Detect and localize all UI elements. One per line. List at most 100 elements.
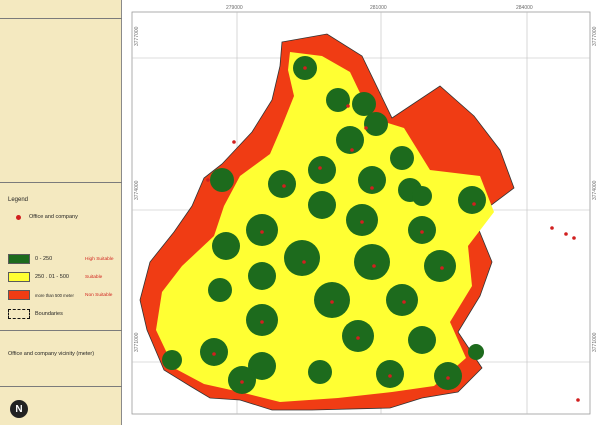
class-label: High Suitable [85,256,114,262]
x-coord-label: 281000 [370,5,387,11]
office-point [212,352,216,356]
legend-class-high: 0 - 250 High Suitable [8,253,114,265]
office-point [388,374,392,378]
legend-panel: Legend Office and company 0 - 250 High S… [0,0,122,425]
high-suitable-zone [376,360,404,388]
high-suitable-zone [326,88,350,112]
high-suitable-zone [284,240,320,276]
high-suitable-zone [336,126,364,154]
legend-class-suitable: 250 . 01 - 500 Suitable [8,271,102,283]
high-suitable-zone [200,338,228,366]
office-point [440,266,444,270]
high-suitable-zone [408,216,436,244]
high-suitable-zone [358,166,386,194]
high-suitable-zone [342,320,374,352]
office-point [360,220,364,224]
y-coord-label: 3774000 [592,180,598,200]
swatch-non-suitable [8,290,30,300]
office-point [356,336,360,340]
high-suitable-zone [246,304,278,336]
legend-divider [0,18,122,19]
class-range: 250 . 01 - 500 [35,274,69,280]
office-point [446,376,450,380]
legend-boundaries-row: Boundaries [8,308,63,320]
y-coord-label: 3774000 [134,180,140,200]
office-point [372,264,376,268]
office-point [564,232,568,236]
high-suitable-zone [354,244,390,280]
office-points [206,66,580,402]
class-range: 0 - 250 [35,256,53,262]
high-suitable-zone [248,352,276,380]
y-coord-label: 3777000 [592,26,598,46]
office-point [576,398,580,402]
swatch-high-suitable [8,254,30,264]
high-suitable-zone [308,156,336,184]
high-suitable-zone [412,186,432,206]
y-coord-label: 3771000 [134,332,140,352]
office-point [282,184,286,188]
office-point [206,178,210,182]
legend-boundaries-label: Boundaries [35,311,63,317]
swatch-suitable [8,272,30,282]
high-suitable-zone [458,186,486,214]
high-suitable-zone [308,360,332,384]
high-suitable-zone [434,362,462,390]
x-coord-label: 284000 [516,5,533,11]
x-coord-label: 279000 [226,5,243,11]
office-point [550,226,554,230]
office-point [260,230,264,234]
legend-class-non-suitable: more than 500 meter Non Suitable [8,289,112,301]
high-suitable-zone [208,278,232,302]
legend-title: Legend [8,197,29,203]
office-point [346,104,350,108]
high-suitable-zone [308,191,336,219]
high-suitable-zone [212,232,240,260]
office-point [302,260,306,264]
office-point [472,202,476,206]
office-point [232,140,236,144]
high-suitable-zone [248,262,276,290]
suitable-zone [156,52,494,402]
y-coord-label: 3771000 [592,332,598,352]
swatch-boundaries [8,309,30,319]
class-range: more than 500 meter [35,292,74,298]
high-suitable-zone [210,168,234,192]
legend-point-row: Office and company [8,211,78,223]
map-frame: 279000 281000 284000 3777000 3774000 377… [122,0,600,425]
high-suitable-zone [424,250,456,282]
legend-divider [0,386,122,387]
map-canvas: 279000 281000 284000 3777000 3774000 377… [131,5,598,415]
legend-divider [0,330,122,331]
office-point [420,230,424,234]
office-point [402,300,406,304]
north-arrow-icon: N [10,400,28,418]
high-suitable-zone [162,350,182,370]
class-label: Suitable [85,274,103,280]
high-suitable-zone [314,282,350,318]
high-suitable-zone [268,170,296,198]
office-point [240,380,244,384]
office-point [303,66,307,70]
vicinity-caption: Office and company vicinity (meter) [8,351,95,357]
high-suitable-zone [390,146,414,170]
high-suitable-zone [408,326,436,354]
office-point-icon [16,214,21,220]
office-point [350,148,354,152]
high-suitable-zone [352,92,376,116]
office-point [260,320,264,324]
high-suitable-zone [364,112,388,136]
high-suitable-zone [468,344,484,360]
legend-divider [0,182,122,183]
legend-point-label: Office and company [29,214,78,220]
office-point [364,126,368,130]
high-suitable-zone [228,366,256,394]
high-suitable-zones [162,56,486,394]
high-suitable-zone [246,214,278,246]
office-point [330,300,334,304]
y-coord-label: 3777000 [134,26,140,46]
high-suitable-zone [346,204,378,236]
class-label: Non Suitable [85,292,113,298]
office-point [318,166,322,170]
office-point [572,236,576,240]
